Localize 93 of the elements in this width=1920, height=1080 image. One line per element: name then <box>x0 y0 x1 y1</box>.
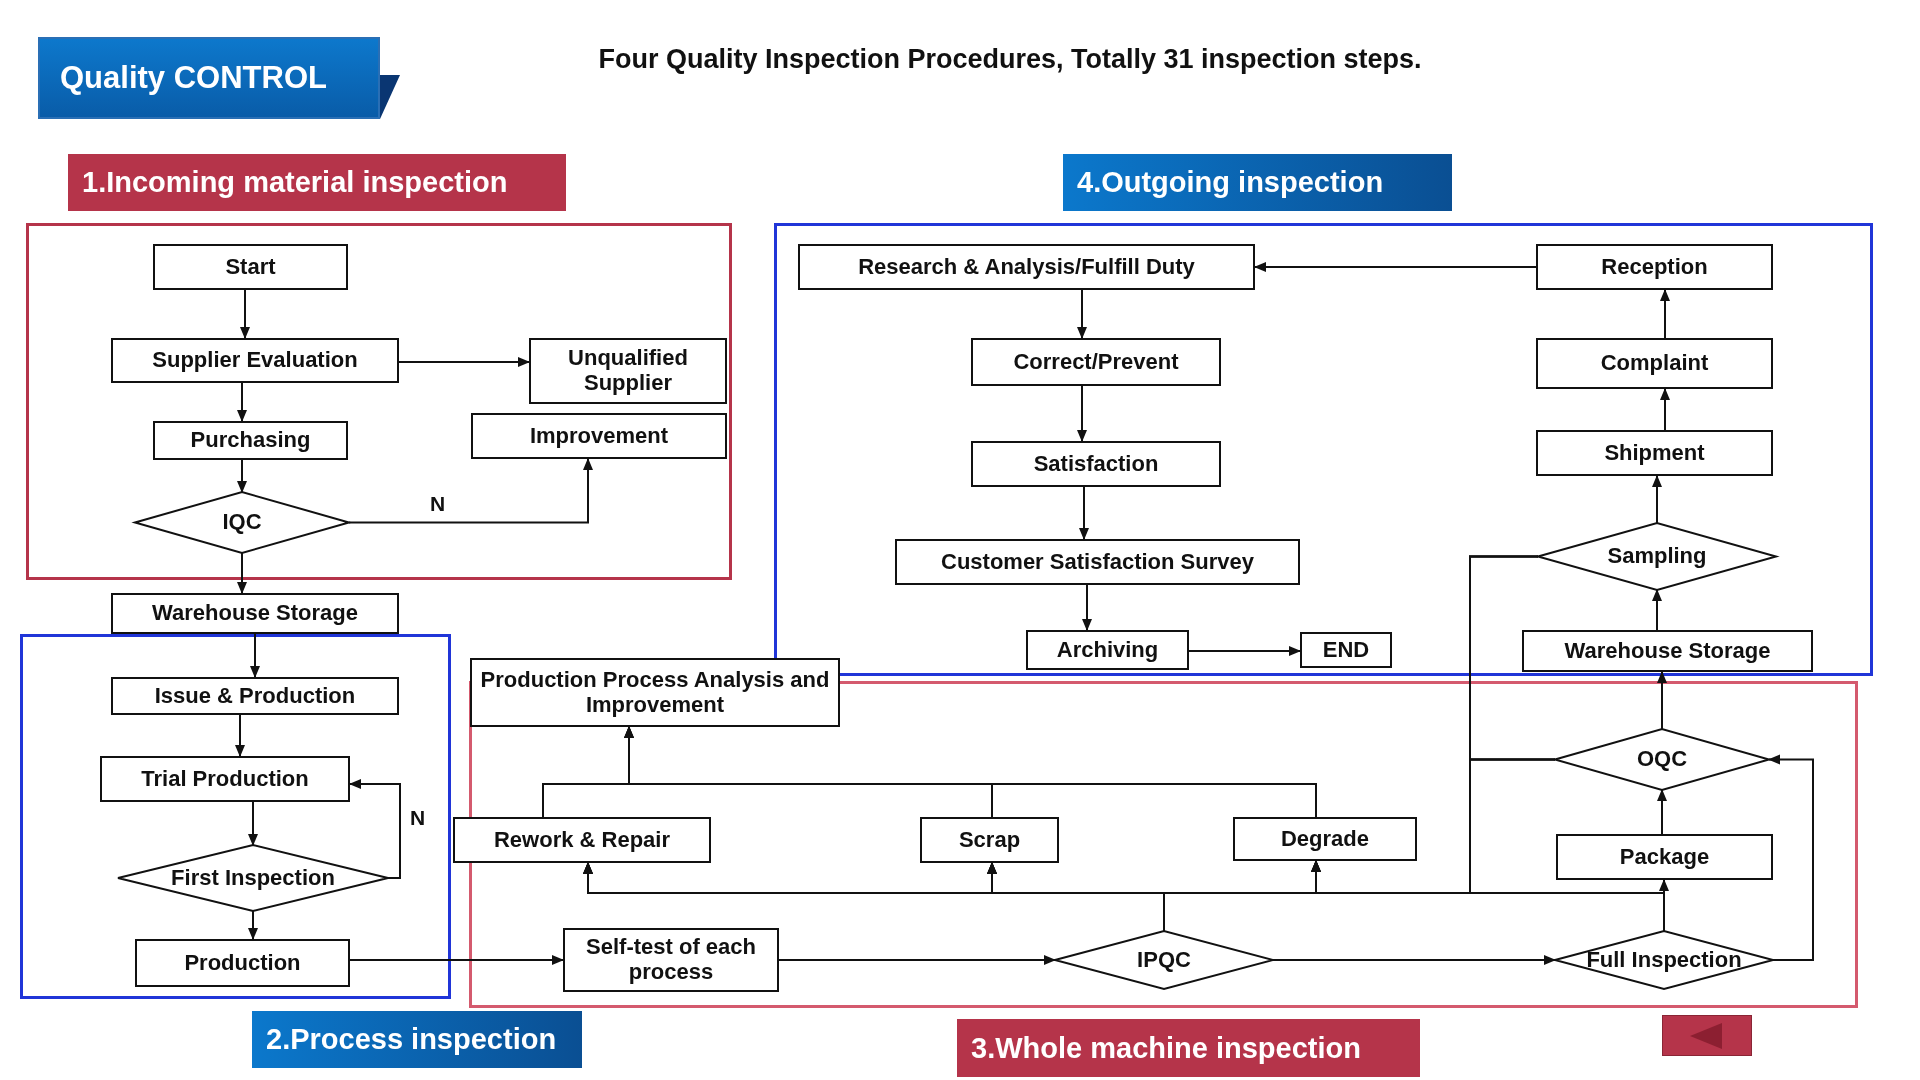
node-text: Warehouse Storage <box>151 601 359 626</box>
decision-diamond <box>118 845 388 911</box>
process-box <box>1536 430 1773 476</box>
process-box <box>1300 632 1392 668</box>
process-box <box>471 413 727 459</box>
process-box <box>920 817 1059 863</box>
node-text: Shipment <box>1603 440 1706 466</box>
node-text: Archiving <box>1055 637 1160 663</box>
process-box <box>1026 630 1189 670</box>
arrow <box>1652 475 1662 524</box>
process-box <box>1536 244 1773 290</box>
node-text: Unqualified Supplier <box>567 346 689 396</box>
node-text: Scrap <box>957 827 1022 853</box>
arrow <box>349 779 401 879</box>
process-box <box>453 817 711 863</box>
arrow <box>1079 486 1089 540</box>
arrow <box>1652 589 1662 631</box>
process-box <box>135 939 350 987</box>
process-box <box>111 338 399 383</box>
node-text: END <box>1321 637 1371 663</box>
process-box <box>1536 338 1773 389</box>
section-heading: 2.Process inspection <box>252 1011 582 1068</box>
node-text: Degrade <box>1279 826 1370 852</box>
process-box <box>111 677 399 715</box>
arrow <box>624 726 1317 818</box>
arrow <box>1660 388 1670 431</box>
decision-diamond <box>1555 729 1769 790</box>
arrow <box>237 382 247 422</box>
process-box <box>971 338 1221 386</box>
arrow <box>398 357 530 367</box>
process-box <box>1522 630 1813 672</box>
arrow <box>1768 754 1814 961</box>
node-text: First Inspection <box>170 865 336 891</box>
node-text: IPQC <box>1136 947 1192 973</box>
node-text: Full Inspection <box>1585 947 1743 973</box>
arrow <box>250 633 260 678</box>
process-box <box>529 338 727 404</box>
arrow <box>348 458 593 524</box>
node-text: Production <box>183 950 302 976</box>
arrow <box>237 552 247 594</box>
arrow <box>1660 289 1670 339</box>
node-text: Rework & Repair <box>492 827 672 853</box>
node-text: Start <box>224 254 277 280</box>
arrow <box>1077 289 1087 339</box>
process-box <box>971 441 1221 487</box>
node-text: Purchasing <box>189 428 312 453</box>
arrow <box>1254 262 1537 272</box>
section-badge: Quality CONTROL <box>38 37 380 119</box>
arrow <box>1311 555 1539 894</box>
node-text: Complaint <box>1599 351 1710 376</box>
process-box <box>895 539 1300 585</box>
process-box <box>111 593 399 634</box>
process-box <box>153 244 348 290</box>
node-text: Customer Satisfaction Survey <box>940 549 1255 575</box>
decision-diamond <box>1055 931 1273 989</box>
node-text: Warehouse Storage <box>1563 638 1772 664</box>
title: Four Quality Inspection Procedures, Totally 31 inspection steps. <box>597 44 1423 75</box>
arrow <box>1657 671 1667 730</box>
arrow <box>248 801 258 846</box>
arrow <box>1082 584 1092 631</box>
arrow <box>1272 955 1556 965</box>
node-text: Supplier Evaluation <box>151 348 359 373</box>
arrow <box>240 289 250 339</box>
node-text: Issue & Production <box>153 683 357 709</box>
decision-diamond <box>1555 931 1773 989</box>
node-text: OQC <box>1635 747 1689 772</box>
process-box <box>100 756 350 802</box>
node-text: Correct/Prevent <box>1012 349 1180 375</box>
node-text: Improvement <box>528 423 670 449</box>
arrow <box>235 714 245 757</box>
process-box <box>563 928 779 992</box>
process-box <box>470 658 840 727</box>
node-text: Research & Analysis/Fulfill Duty <box>857 254 1196 280</box>
node-text: Trial Production <box>140 766 310 792</box>
process-box <box>1556 834 1773 880</box>
arrow <box>778 955 1056 965</box>
arrow <box>248 910 258 940</box>
node-text: Satisfaction <box>1032 451 1160 477</box>
node-text: Package <box>1618 844 1711 870</box>
process-box <box>153 421 348 460</box>
arrow <box>1077 385 1087 442</box>
section-heading: 1.Incoming material inspection <box>68 154 566 211</box>
node-text: Reception <box>1600 254 1709 280</box>
section-heading: 3.Whole machine inspection <box>957 1019 1420 1077</box>
node-text: Production Process Analysis and Improvement <box>479 667 831 718</box>
arrow <box>1657 789 1667 835</box>
arrow <box>237 459 247 493</box>
arrow <box>349 955 564 965</box>
arrow <box>1188 646 1301 656</box>
section-heading: 4.Outgoing inspection <box>1063 154 1452 211</box>
process-box <box>798 244 1255 290</box>
process-box <box>1233 817 1417 861</box>
node-text: Self-test of each process <box>585 935 757 985</box>
